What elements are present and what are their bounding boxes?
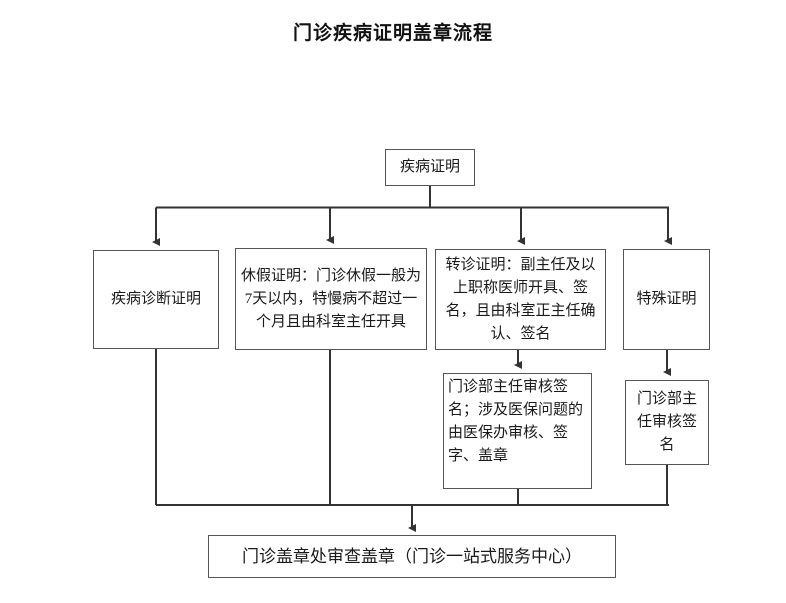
page-title: 门诊疾病证明盖章流程 (292, 23, 493, 44)
node-branch-leave-label: 休假证明：门诊休假一般为7天以内，特慢病不超过一个月且由科室主任开具 (240, 267, 421, 330)
node-branch-diagnosis[interactable]: 疾病诊断证明 (93, 250, 219, 349)
node-branch-special-label: 特殊证明 (636, 291, 697, 307)
node-branch-special[interactable]: 特殊证明 (623, 249, 710, 350)
node-branch-diagnosis-label: 疾病诊断证明 (110, 291, 201, 307)
node-review-special[interactable]: 门诊部主任审核签名 (625, 380, 709, 465)
node-branch-referral-label: 转诊证明：副主任及以上职称医师开具、签名，且由科室正主任确认、签名 (445, 256, 596, 342)
node-end[interactable]: 门诊盖章处审查盖章（门诊一站式服务中心） (208, 535, 616, 578)
node-start[interactable]: 疾病证明 (385, 149, 475, 186)
node-start-label: 疾病证明 (399, 159, 460, 175)
node-branch-referral[interactable]: 转诊证明：副主任及以上职称医师开具、签名，且由科室正主任确认、签名 (435, 249, 606, 350)
node-end-label: 门诊盖章处审查盖章（门诊一站式服务中心） (242, 547, 582, 566)
node-review-referral-label: 门诊部主任审核签名；涉及医保问题的由医保办审核、签字、盖章 (448, 379, 584, 464)
node-review-referral[interactable]: 门诊部主任审核签名；涉及医保问题的由医保办审核、签字、盖章 (443, 373, 592, 489)
node-review-special-label: 门诊部主任审核签名 (636, 391, 697, 453)
node-branch-leave[interactable]: 休假证明：门诊休假一般为7天以内，特慢病不超过一个月且由科室主任开具 (235, 248, 427, 350)
